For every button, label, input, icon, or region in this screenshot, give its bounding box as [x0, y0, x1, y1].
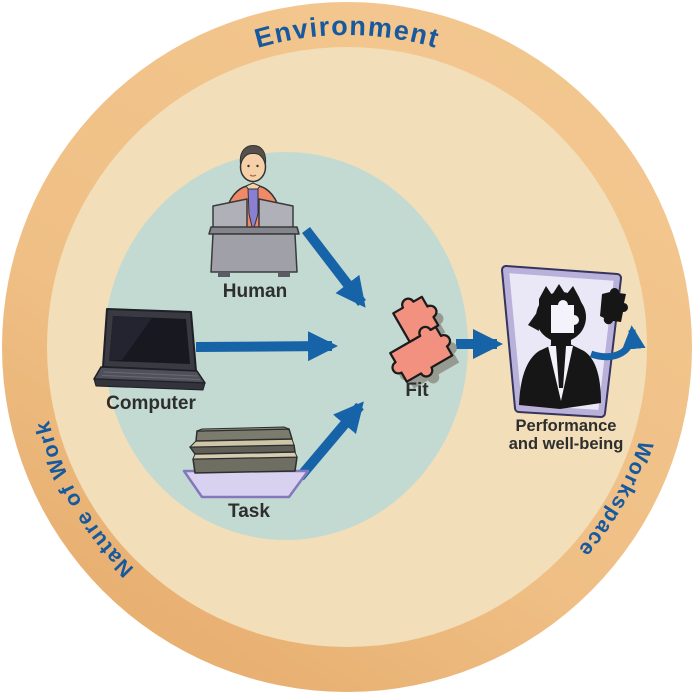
human-eye-right: [256, 164, 259, 168]
human-mouth: [249, 174, 257, 177]
arrow-curved-fit-into-head: [589, 325, 646, 361]
task-label: Task: [228, 501, 270, 522]
computer-label: Computer: [106, 393, 196, 414]
human-desk-foot-left: [218, 272, 230, 277]
task-book-bottom: [192, 456, 298, 474]
human-figure-icon: [208, 145, 300, 277]
human-desk-top: [208, 226, 300, 235]
task-book-top-cover: [196, 426, 290, 432]
arrow-computer-to-fit: [195, 331, 338, 362]
task-books-icon: [182, 426, 310, 499]
floating-puzzle-piece: [600, 287, 629, 325]
human-desk-foot-right: [278, 272, 290, 277]
performance-poster-icon: [501, 265, 646, 418]
human-eye-left: [247, 164, 250, 168]
silhouette-puzzle-hole: [551, 300, 579, 333]
arrows: [195, 226, 503, 481]
silhouette-tie: [556, 346, 566, 388]
arrow-task-to-fit: [296, 401, 364, 481]
laptop-front-edge: [93, 378, 206, 391]
human-desk-front: [210, 233, 298, 273]
arrow-human-to-fit: [302, 226, 366, 308]
performance-label-line1: Performance: [516, 417, 617, 435]
human-label: Human: [223, 281, 287, 302]
fit-label: Fit: [405, 380, 429, 401]
human-hair: [239, 145, 267, 165]
laptop-key-rows: [101, 371, 201, 380]
laptop-screen-glare: [109, 316, 152, 361]
performance-label-line2: and well-being: [509, 435, 624, 453]
task-tray: [182, 469, 310, 499]
laptop-icon: [93, 308, 206, 391]
silhouette-nose: [528, 311, 539, 331]
human-tie: [247, 188, 259, 232]
